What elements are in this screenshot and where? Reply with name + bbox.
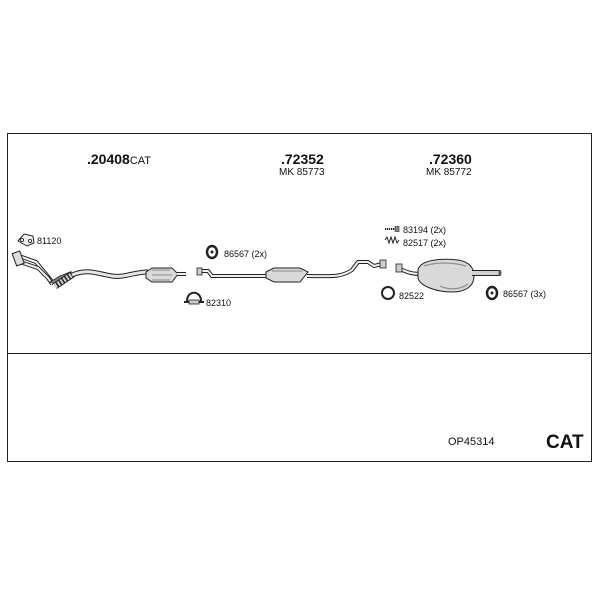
- type-label: CAT: [546, 432, 584, 453]
- label-clamp: 82310: [206, 298, 232, 308]
- mk-number-center-pipe: MK 85773: [279, 167, 325, 178]
- bolt-icon: [385, 226, 400, 232]
- label-spring: 82517 (2x): [403, 238, 447, 248]
- label-gasket: 81120: [37, 236, 62, 246]
- clamp-icon: [184, 291, 204, 305]
- section-divider: [7, 353, 592, 354]
- rubber-mount-rear-icon: [485, 285, 499, 301]
- gasket-icon: [17, 233, 35, 247]
- label-rubber-mount-front: 86567 (2x): [224, 249, 268, 259]
- rear-silencer-icon: [395, 258, 502, 293]
- label-rubber-mount-rear: 86567 (3x): [503, 289, 547, 299]
- part-number-center-pipe: .72352: [281, 151, 324, 167]
- set-code: OP45314: [448, 436, 495, 448]
- ring-icon: [381, 286, 395, 300]
- diagram-frame: [7, 133, 592, 462]
- center-pipe-icon: [196, 259, 387, 283]
- part-number-catalyst: .20408CAT: [87, 151, 152, 167]
- spring-icon: [384, 235, 400, 245]
- catalyst-front-pipe-icon: [11, 250, 186, 289]
- part-number-rear-silencer: .72360: [429, 151, 472, 167]
- rubber-mount-icon: [205, 244, 219, 260]
- label-bolt: 83194 (2x): [403, 225, 447, 235]
- label-ring: 82522: [399, 291, 425, 301]
- mk-number-rear-silencer: MK 85772: [426, 167, 472, 178]
